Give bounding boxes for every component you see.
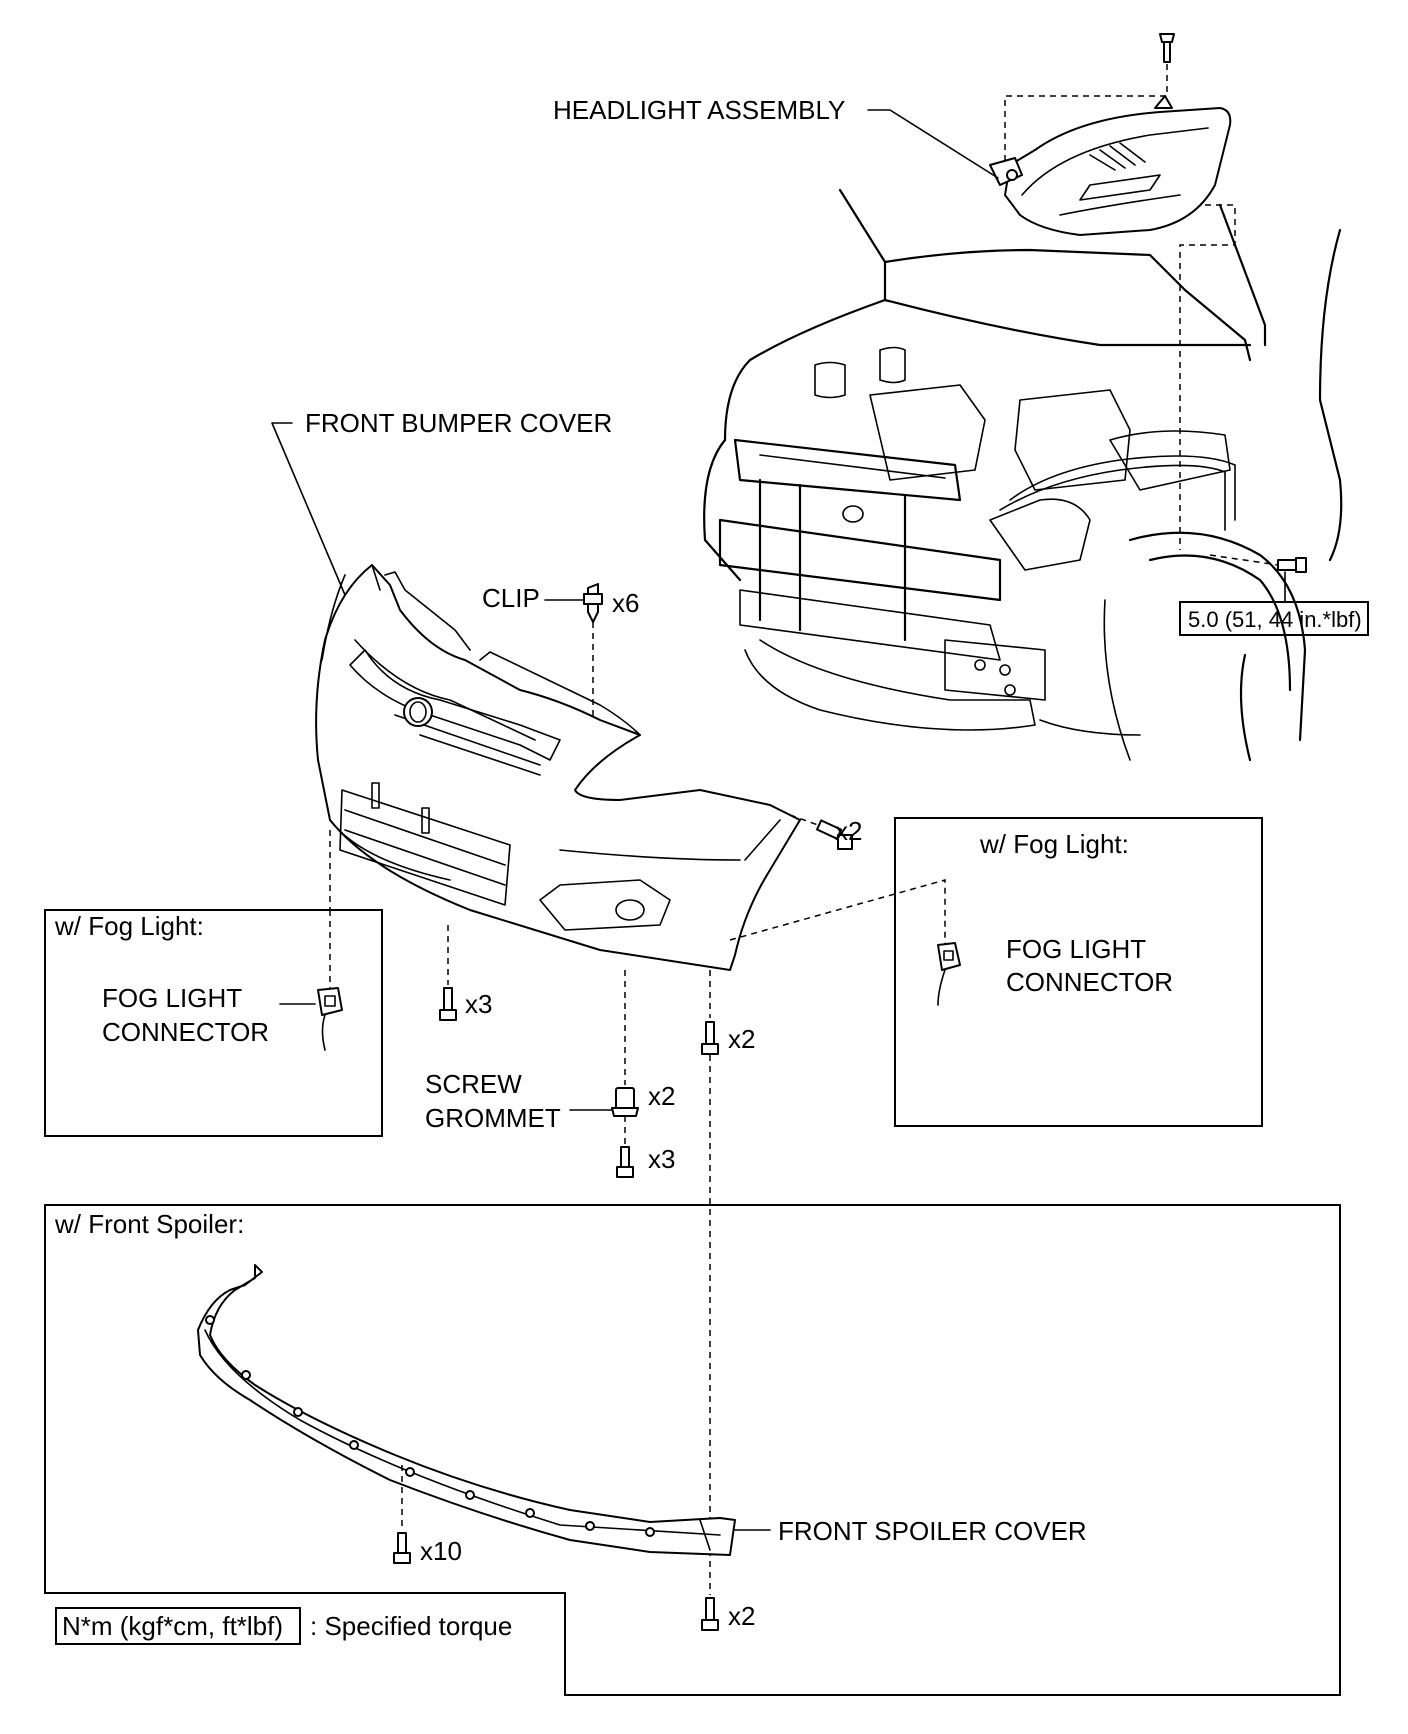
headlight-bolt-icon [1159,33,1175,63]
legend-unit-box [55,1607,301,1645]
torque-value-box [1179,601,1369,636]
legend-unit-text: N*m (kgf*cm, ft*lbf) [62,1611,283,1641]
spoiler-end-screw-qty: x2 [728,1601,755,1631]
screw-grommet-qty: x2 [648,1081,675,1111]
spoiler-screw-icon [393,1532,411,1564]
front-bumper-cover-illustration [315,564,801,971]
fender-bolt-icon [1277,557,1307,573]
fog-light-right-title: w/ Fog Light: [979,829,1129,859]
front-spoiler-title: w/ Front Spoiler: [54,1209,244,1239]
screw-grommet-label-1: SCREW [425,1069,522,1099]
fog-light-right-guide [729,879,946,945]
front-spoiler-box [44,1204,1341,1696]
bumper-side-bolt-qty: x2 [835,816,862,846]
fog-light-left-box [44,909,383,1137]
clip-label: CLIP [482,583,540,613]
front-bumper-leader [271,422,346,596]
headlight-leader-line [867,109,999,179]
headlight-assembly-label: HEADLIGHT ASSEMBLY [553,95,845,125]
fog-light-right-box [894,817,1263,1127]
fog-light-right-label-1: FOG LIGHT [1006,934,1146,964]
front-spoiler-cover-label: FRONT SPOILER COVER [778,1516,1087,1546]
headlight-assembly-illustration [989,95,1232,236]
bumper-side-bolt-icon [816,819,853,850]
front-bumper-cover-label: FRONT BUMPER COVER [305,408,612,438]
lower-right-screw-icon [701,1021,719,1055]
fog-light-connector-right-icon [937,942,961,1006]
grommet-screw-icon [616,1146,634,1178]
lower-left-screw-qty: x3 [465,989,492,1019]
bumper-side-guide [789,814,819,826]
vehicle-front-body-illustration [703,188,1343,762]
front-spoiler-cover-illustration [197,1264,736,1556]
screw-grommet-label-2: GROMMET [425,1103,561,1133]
fender-bolt-guide [1209,554,1279,566]
lower-left-screw-icon [439,987,457,1021]
lower-right-screw-qty: x2 [728,1024,755,1054]
grommet-screw-qty: x3 [648,1144,675,1174]
fog-light-right-label-2: CONNECTOR [1006,967,1173,997]
clip-icon [583,583,603,623]
spoiler-screw-qty: x10 [420,1536,462,1566]
legend-text: : Specified torque [310,1611,512,1641]
torque-value-text: 5.0 (51, 44 in.*lbf) [1188,607,1362,632]
fog-light-left-label-1: FOG LIGHT [102,983,242,1013]
screw-grommet-icon [611,1087,639,1117]
fog-light-connector-left-icon [317,987,343,1051]
fog-light-left-label-2: CONNECTOR [102,1017,269,1047]
fog-light-left-title: w/ Fog Light: [54,911,204,941]
spoiler-end-screw-icon [701,1597,719,1631]
clip-qty: x6 [612,588,639,618]
